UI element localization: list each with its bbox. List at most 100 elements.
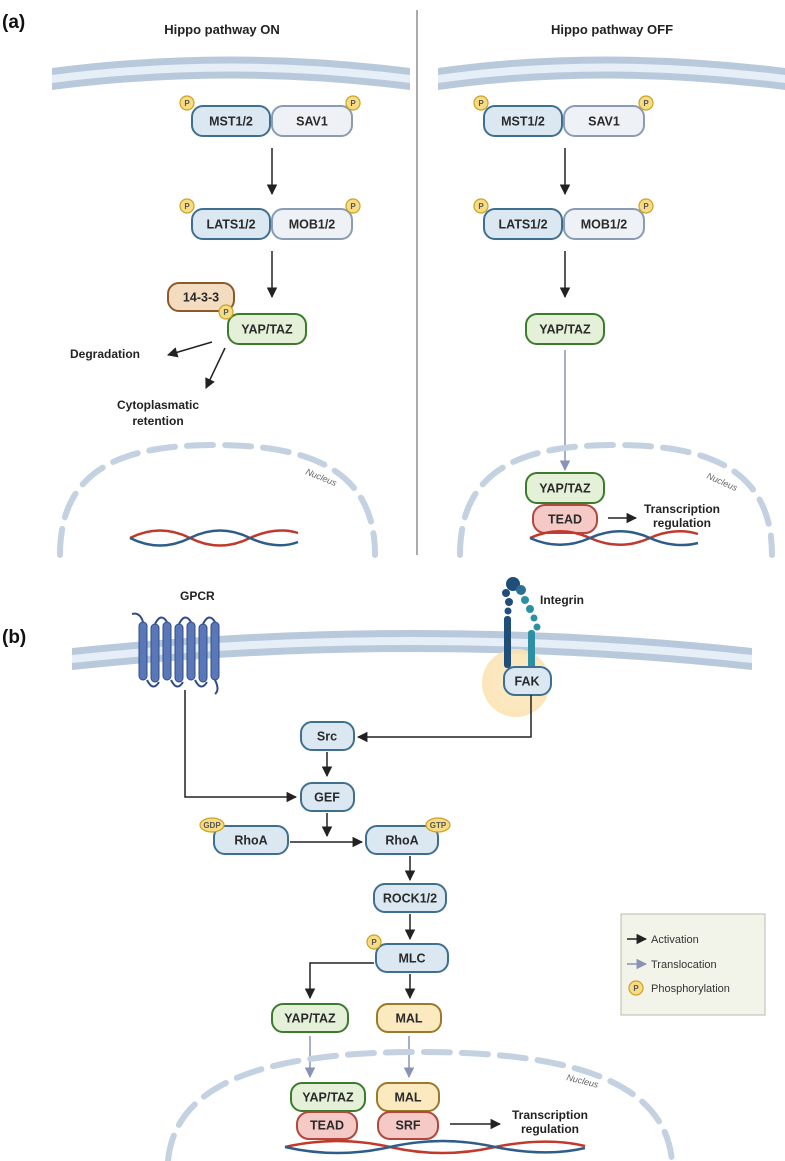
retention-arrow	[205, 347, 226, 389]
transcription-label-b-1: Transcription	[512, 1108, 588, 1122]
sav-label: SAV1	[296, 114, 328, 128]
svg-text:P: P	[643, 99, 649, 108]
lats-mob-complex-off: LATS1/2 MOB1/2	[483, 208, 645, 240]
tead-box-b: TEAD	[296, 1111, 358, 1140]
cell-membrane-b	[72, 630, 752, 670]
nucleus-envelope-off	[457, 441, 775, 558]
14-3-3-box: 14-3-3	[167, 282, 235, 312]
svg-text:P: P	[478, 99, 484, 108]
phospho-icon: P	[473, 95, 489, 111]
gef-box: GEF	[300, 782, 355, 812]
svg-text:Src: Src	[317, 729, 337, 743]
svg-text:P: P	[184, 202, 190, 211]
svg-text:P: P	[478, 202, 484, 211]
svg-text:YAP/TAZ: YAP/TAZ	[241, 322, 293, 336]
lats-label: LATS1/2	[206, 217, 255, 231]
svg-text:RhoA: RhoA	[234, 833, 267, 847]
phospho-icon: P	[218, 304, 234, 320]
mal-box-b: MAL	[376, 1003, 442, 1033]
svg-text:GDP: GDP	[203, 821, 221, 830]
svg-text:YAP/TAZ: YAP/TAZ	[284, 1011, 336, 1025]
svg-text:MOB1/2: MOB1/2	[581, 217, 628, 231]
rhoa-gdp-box: RhoA	[213, 825, 289, 855]
dna-helix-off	[529, 529, 699, 547]
phospho-icon: P	[638, 198, 654, 214]
cell-membrane-off	[438, 56, 785, 90]
svg-text:GTP: GTP	[430, 821, 447, 830]
cell-membrane-on	[52, 56, 410, 90]
activation-arrow	[304, 962, 374, 1000]
mal-nuclear-box-b: MAL	[376, 1082, 440, 1112]
retention-label-1: Cytoplasmatic	[117, 398, 199, 412]
svg-text:P: P	[371, 938, 377, 947]
transcription-label-2: regulation	[653, 516, 711, 530]
yap-taz-nuclear-box-b: YAP/TAZ	[290, 1082, 366, 1112]
integrin-receptor-icon	[502, 577, 541, 670]
svg-text:YAP/TAZ: YAP/TAZ	[539, 481, 591, 495]
phospho-icon: P	[179, 198, 195, 214]
legend-translocation-label: Translocation	[651, 959, 717, 971]
legend: Activation Translocation P Phosphorylati…	[620, 913, 766, 1016]
phospho-icon: P	[179, 95, 195, 111]
mst-sav-complex-off: MST1/2 SAV1	[483, 105, 645, 137]
mlc-box: MLC	[375, 943, 449, 973]
yap-taz-box-b: YAP/TAZ	[271, 1003, 349, 1033]
panel-b-label: (b)	[2, 627, 26, 648]
nucleus-envelope-b	[165, 1048, 675, 1161]
integrin-label: Integrin	[540, 593, 584, 607]
hippo-on-title: Hippo pathway ON	[164, 22, 280, 37]
yap-taz-box-on: YAP/TAZ	[227, 313, 307, 345]
rock-box: ROCK1/2	[373, 883, 447, 913]
phospho-icon: P	[345, 95, 361, 111]
transcription-label-1: Transcription	[644, 502, 720, 516]
svg-text:TEAD: TEAD	[310, 1118, 344, 1132]
rhoa-gtp-box: RhoA	[365, 825, 439, 855]
panel-a-label: (a)	[2, 12, 25, 33]
gdp-badge: GDP	[199, 817, 225, 833]
svg-text:TEAD: TEAD	[548, 512, 582, 526]
yap-taz-nuclear-box: YAP/TAZ	[525, 472, 605, 504]
svg-text:ROCK1/2: ROCK1/2	[383, 891, 437, 905]
transcription-label-b-2: regulation	[521, 1122, 579, 1136]
fak-box: FAK	[503, 666, 552, 696]
gtp-badge: GTP	[425, 817, 451, 833]
phospho-icon: P	[366, 934, 382, 950]
svg-text:14-3-3: 14-3-3	[183, 290, 219, 304]
svg-text:P: P	[350, 99, 356, 108]
mst-sav-complex-on: MST1/2 SAV1	[191, 105, 353, 137]
phospho-icon: P	[345, 198, 361, 214]
svg-text:MAL: MAL	[395, 1011, 422, 1025]
nucleus-envelope-on	[57, 441, 378, 558]
hippo-off-title: Hippo pathway OFF	[551, 22, 673, 37]
svg-text:SAV1: SAV1	[588, 114, 620, 128]
activation-arrow	[356, 695, 532, 743]
legend-phospho-icon: P	[628, 980, 644, 996]
svg-text:P: P	[350, 202, 356, 211]
svg-text:YAP/TAZ: YAP/TAZ	[539, 322, 591, 336]
srf-box-b: SRF	[377, 1111, 439, 1140]
phospho-icon: P	[473, 198, 489, 214]
svg-text:P: P	[643, 202, 649, 211]
svg-text:RhoA: RhoA	[385, 833, 418, 847]
dna-helix-b	[284, 1139, 586, 1155]
dna-helix-on	[129, 529, 299, 547]
lats-mob-complex-on: LATS1/2 MOB1/2	[191, 208, 353, 240]
activation-arrow	[184, 690, 298, 803]
svg-text:MAL: MAL	[394, 1090, 421, 1104]
svg-text:MST1/2: MST1/2	[501, 114, 545, 128]
mst-label: MST1/2	[209, 114, 253, 128]
svg-text:P: P	[223, 308, 229, 317]
retention-label-2: retention	[132, 414, 183, 428]
degradation-label: Degradation	[70, 347, 140, 361]
svg-text:LATS1/2: LATS1/2	[498, 217, 547, 231]
svg-text:GEF: GEF	[314, 790, 340, 804]
tead-box: TEAD	[532, 504, 598, 534]
svg-text:MLC: MLC	[398, 951, 425, 965]
svg-text:YAP/TAZ: YAP/TAZ	[302, 1090, 354, 1104]
svg-text:P: P	[184, 99, 190, 108]
mob-label: MOB1/2	[289, 217, 336, 231]
gpcr-receptor-icon	[131, 612, 220, 695]
legend-activation-label: Activation	[651, 934, 699, 946]
src-box: Src	[300, 721, 355, 751]
